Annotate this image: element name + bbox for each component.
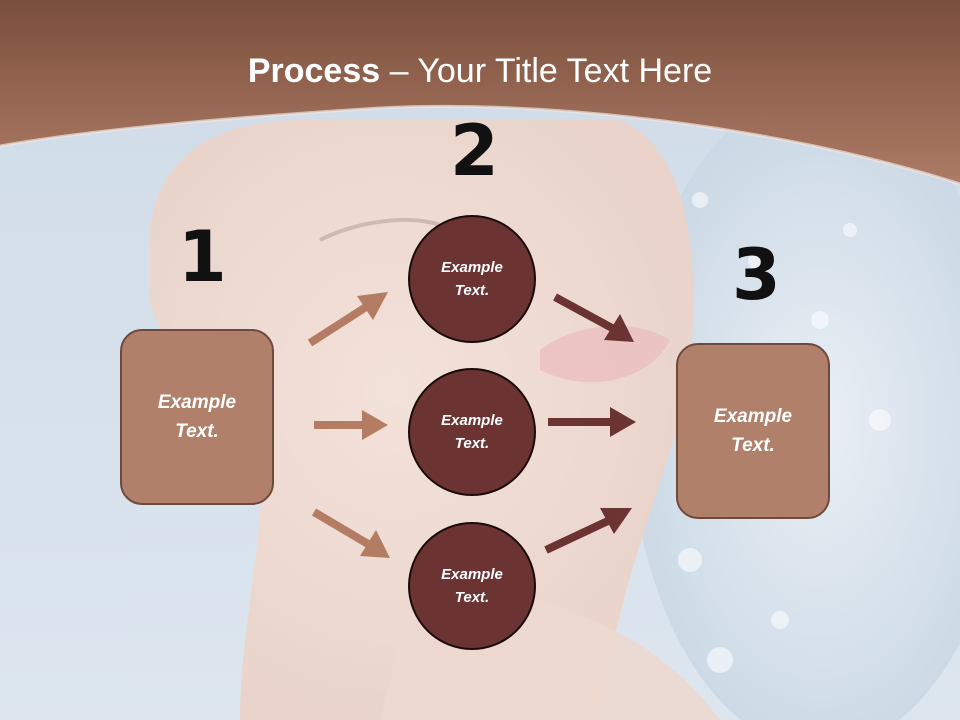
process-box-right: Example Text. [676,343,830,519]
title-rest: – Your Title Text Here [380,52,713,90]
arrow-icon [544,508,632,554]
slide-title: Process – Your Title Text Here [0,52,960,91]
arrow-icon [311,508,390,558]
process-box-left: Example Text. [120,329,274,505]
process-circle-middle: Example Text. [408,368,536,496]
process-circle-bottom: Example Text. [408,522,536,650]
step-number-2: 2 [450,110,499,192]
arrow-icon [548,407,636,437]
step-number-1: 1 [178,216,227,298]
process-circle-top: Example Text. [408,215,536,343]
step-number-3: 3 [732,234,781,316]
arrow-icon [307,292,388,347]
arrow-icon [553,293,634,342]
title-bold: Process [247,52,381,90]
arrow-icon [314,410,388,440]
